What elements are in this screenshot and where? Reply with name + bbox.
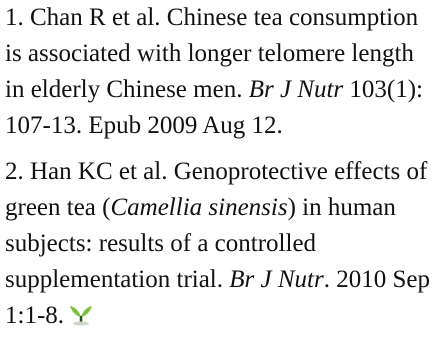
reference-details: 103(1): 107-13. Epub 2009 Aug 12. — [5, 76, 424, 139]
leaf-sprout-icon — [68, 301, 94, 326]
reference-journal: Br J Nutr — [248, 76, 344, 103]
reference-item-1: 1. Chan R et al. Chinese tea consumption… — [5, 0, 437, 144]
reference-authors: Chan R et al. — [30, 4, 161, 31]
reference-journal: Br J Nutr — [229, 266, 324, 293]
reference-title-end: ) in human subjects: results of a contro… — [5, 194, 396, 293]
reference-title: Chinese tea consumption is associated wi… — [5, 4, 419, 103]
reference-title-start: Genoprotective effects of green tea ( — [5, 158, 428, 221]
reference-number: 1. — [5, 4, 24, 31]
reference-number: 2. — [5, 158, 24, 185]
reference-details: . 2010 Sep 1:1-8. — [5, 266, 430, 329]
reference-item-2: 2. Han KC et al. Genoprotective effects … — [5, 154, 437, 334]
reference-list: 1. Chan R et al. Chinese tea consumption… — [5, 0, 437, 334]
reference-species: Camellia sinensis — [110, 194, 288, 221]
reference-authors: Han KC et al. — [30, 158, 168, 185]
